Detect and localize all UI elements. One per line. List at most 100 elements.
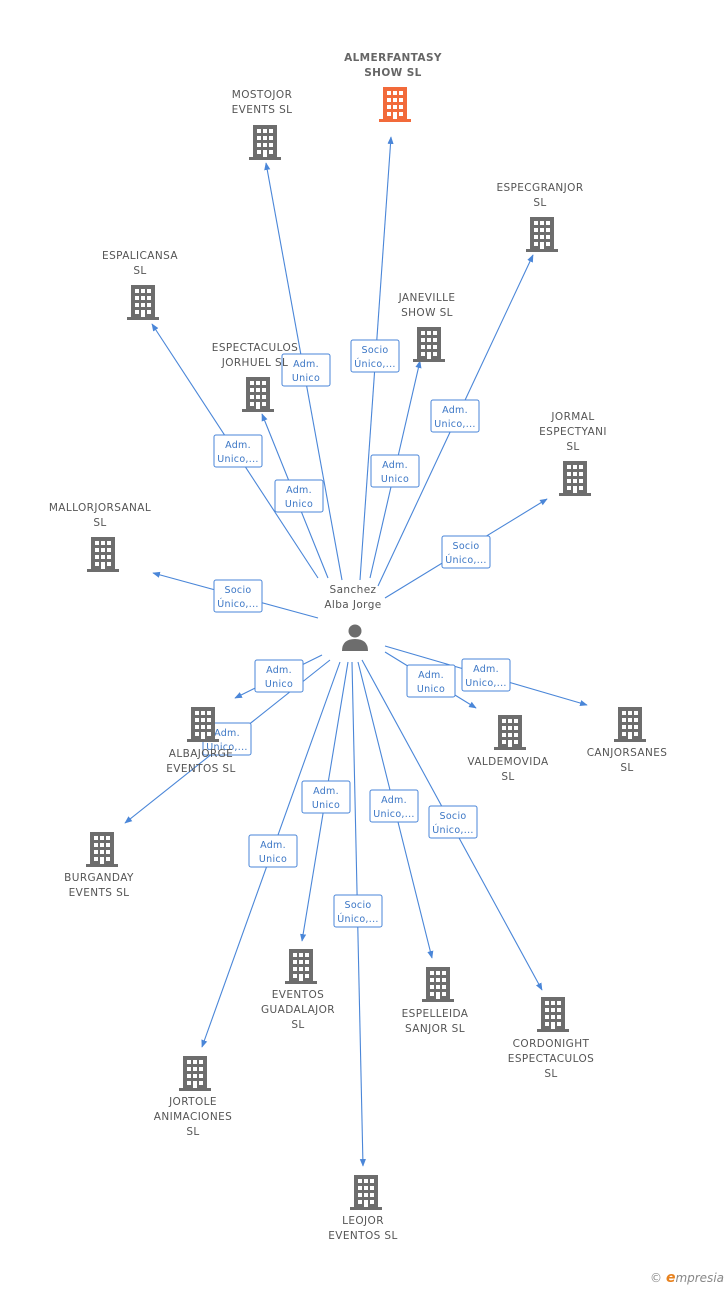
company-name-line[interactable]: SL	[544, 1068, 557, 1080]
company-name-line[interactable]: CANJORSANES	[587, 747, 668, 759]
company-name-line[interactable]: SL	[291, 1019, 304, 1031]
company-name-line[interactable]: ESPECGRANJOR	[496, 182, 583, 194]
company-name-line[interactable]: LEOJOR	[342, 1215, 384, 1227]
company-name-line[interactable]: ESPECTACULOS	[508, 1053, 594, 1065]
company-name-line[interactable]: JORHUEL SL	[221, 357, 289, 369]
company-name-line[interactable]: EVENTS SL	[69, 887, 130, 899]
company-name-line[interactable]: ESPECTACULOS	[212, 342, 298, 354]
role-text-line: Adm.	[442, 405, 468, 416]
company-node-espectaculos-jorhuel[interactable]: ESPECTACULOS JORHUEL SL	[212, 342, 298, 412]
company-name-line[interactable]: BURGANDAY	[64, 872, 134, 884]
building-icon[interactable]	[249, 125, 281, 160]
company-name-line[interactable]: EVENTOS SL	[328, 1230, 398, 1242]
company-node-jortole[interactable]: JORTOLE ANIMACIONES SL	[154, 1056, 232, 1138]
building-icon[interactable]	[494, 715, 526, 750]
role-label-leojor[interactable]: SocioÚnico,...	[333, 894, 383, 928]
company-name-line[interactable]: EVENTOS SL	[166, 763, 236, 775]
building-icon[interactable]	[242, 377, 274, 412]
company-name-line[interactable]: SL	[93, 517, 106, 529]
company-node-mallorjorsanal[interactable]: MALLORJORSANAL SL	[49, 502, 151, 572]
role-label-valdemovida[interactable]: Adm.Unico	[406, 664, 456, 698]
role-label-mallorjorsanal[interactable]: SocioÚnico,...	[213, 579, 263, 613]
building-icon[interactable]	[379, 87, 411, 122]
company-node-eventos-guadalajor[interactable]: EVENTOS GUADALAJOR SL	[261, 949, 335, 1031]
company-name-line[interactable]: SHOW SL	[364, 67, 422, 79]
company-name-line[interactable]: SL	[501, 771, 514, 783]
role-label-janeville[interactable]: Adm.Unico	[370, 454, 420, 488]
company-name-line[interactable]: SANJOR SL	[405, 1023, 465, 1035]
role-label-especgranjor[interactable]: Adm.Unico,...	[430, 399, 480, 433]
role-text-line: Socio	[361, 345, 388, 356]
company-node-albajorge-eventos[interactable]: ALBAJORGE EVENTOS SL	[166, 707, 236, 775]
building-icon[interactable]	[614, 707, 646, 742]
company-node-canjorsanes[interactable]: CANJORSANES SL	[587, 707, 668, 774]
role-label-jortole[interactable]: Adm.Unico	[248, 834, 298, 868]
role-label-canjorsanes[interactable]: Adm.Unico,...	[461, 658, 511, 692]
building-icon[interactable]	[87, 537, 119, 572]
company-name-line[interactable]: SHOW SL	[401, 307, 453, 319]
role-label-espectaculos-jorhuel[interactable]: Adm.Unico	[274, 479, 324, 513]
company-node-cordonight[interactable]: CORDONIGHT ESPECTACULOS SL	[508, 997, 594, 1080]
company-name-line[interactable]: JANEVILLE	[398, 292, 456, 304]
role-box-frame	[213, 434, 263, 468]
company-name-line[interactable]: SL	[620, 762, 633, 774]
company-node-especgranjor[interactable]: ESPECGRANJOR SL	[496, 182, 583, 252]
role-label-jormal[interactable]: SocioÚnico,...	[441, 535, 491, 569]
company-name-line[interactable]: VALDEMOVIDA	[467, 756, 549, 768]
company-name-line[interactable]: ALBAJORGE	[169, 748, 233, 760]
building-icon[interactable]	[537, 997, 569, 1032]
company-name-line[interactable]: ESPECTYANI	[539, 426, 607, 438]
role-text-line: Unico	[285, 499, 313, 510]
company-name-line[interactable]: SL	[133, 265, 146, 277]
role-label-espalicansa[interactable]: Adm.Unico,...	[213, 434, 263, 468]
company-name-line[interactable]: ESPELLEIDA	[402, 1008, 469, 1020]
company-name-line[interactable]: GUADALAJOR	[261, 1004, 335, 1016]
role-label-mostojor[interactable]: Adm.Unico	[281, 353, 331, 387]
company-node-leojor[interactable]: LEOJOR EVENTOS SL	[328, 1175, 398, 1242]
company-name-line[interactable]: EVENTOS	[272, 989, 324, 1001]
company-node-espelleida[interactable]: ESPELLEIDA SANJOR SL	[402, 967, 469, 1035]
company-node-jormal[interactable]: JORMAL ESPECTYANI SL	[539, 411, 607, 496]
company-node-burganday[interactable]: BURGANDAY EVENTS SL	[64, 832, 134, 899]
person-name-line[interactable]: Alba Jorge	[324, 599, 381, 611]
building-icon[interactable]	[179, 1056, 211, 1091]
role-text-line: Socio	[224, 585, 251, 596]
building-icon[interactable]	[526, 217, 558, 252]
company-name-line[interactable]: EVENTS SL	[232, 104, 293, 116]
building-icon[interactable]	[127, 285, 159, 320]
role-label-cordonight[interactable]: SocioÚnico,...	[428, 805, 478, 839]
company-name-line[interactable]: ANIMACIONES	[154, 1111, 232, 1123]
company-name-line[interactable]: CORDONIGHT	[513, 1038, 590, 1050]
person-icon[interactable]	[342, 624, 368, 652]
role-label-albajorge-eventos[interactable]: Adm.Unico	[254, 659, 304, 693]
company-name-line[interactable]: SL	[533, 197, 546, 209]
company-name-line[interactable]: JORTOLE	[168, 1096, 217, 1108]
building-icon[interactable]	[285, 949, 317, 984]
company-node-janeville[interactable]: JANEVILLE SHOW SL	[398, 292, 456, 362]
role-text-line: Unico	[292, 373, 320, 384]
role-text-line: Adm.	[214, 728, 240, 739]
company-name-line[interactable]: ALMERFANTASY	[344, 52, 442, 64]
role-label-espelleida[interactable]: Adm.Unico,...	[369, 789, 419, 823]
company-name-line[interactable]: SL	[566, 441, 579, 453]
building-icon[interactable]	[350, 1175, 382, 1210]
company-name-line[interactable]: MOSTOJOR	[232, 89, 293, 101]
footer-brand: ©empresia	[650, 1270, 724, 1286]
building-icon[interactable]	[559, 461, 591, 496]
building-icon[interactable]	[413, 327, 445, 362]
company-name-line[interactable]: JORMAL	[550, 411, 594, 423]
building-icon[interactable]	[422, 967, 454, 1002]
building-icon[interactable]	[86, 832, 118, 867]
person-name-line[interactable]: Sanchez	[330, 584, 377, 596]
building-icon[interactable]	[187, 707, 219, 742]
company-node-valdemovida[interactable]: VALDEMOVIDA SL	[467, 715, 549, 783]
company-name-line[interactable]: MALLORJORSANAL	[49, 502, 151, 514]
role-label-almerfantasy[interactable]: SocioÚnico,...	[350, 339, 400, 373]
company-node-almerfantasy[interactable]: ALMERFANTASY SHOW SL	[344, 52, 442, 122]
company-name-line[interactable]: SL	[186, 1126, 199, 1138]
role-label-eventos-guadalajor[interactable]: Adm.Unico	[301, 780, 351, 814]
company-name-line[interactable]: ESPALICANSA	[102, 250, 178, 262]
company-node-espalicansa[interactable]: ESPALICANSA SL	[102, 250, 178, 320]
company-node-mostojor[interactable]: MOSTOJOR EVENTS SL	[232, 89, 293, 160]
